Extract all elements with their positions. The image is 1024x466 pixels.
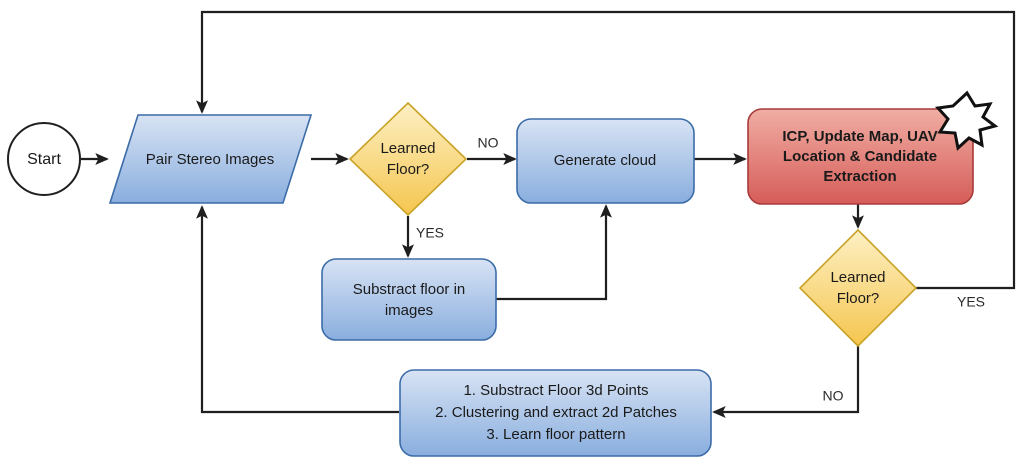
edge-decision2-yes-to-pair [195,10,1016,290]
node-learned-floor-decision-1[interactable]: Learned Floor? [348,101,468,217]
decision1-label-line2: Floor? [387,161,430,178]
generate-cloud-label: Generate cloud [554,152,657,169]
icp-update-box [747,108,974,205]
floor-learning-label-line2: 2. Clustering and extract 2d Patches [435,404,677,421]
decision2-label-line1: Learned [830,269,885,286]
start-ellipse [7,122,81,196]
decision2-label-line2: Floor? [837,290,880,307]
generate-cloud-box [516,118,695,204]
floor-learning-label-line1: 1. Substract Floor 3d Points [463,382,648,399]
substract-floor-box [321,258,497,341]
edge-learning-to-pair [195,205,399,414]
pair-stereo-label: Pair Stereo Images [146,151,274,168]
decision2-diamond [798,228,918,348]
icp-label-line1: ICP, Update Map, UAV [782,128,937,145]
node-learned-floor-decision-2[interactable]: Learned Floor? [798,228,918,348]
edge-label-yes-left: YES [416,225,444,241]
floor-learning-label-line3: 3. Learn floor pattern [486,426,625,443]
substract-floor-label-line1: Substract floor in [353,281,466,298]
floor-learning-box [399,369,712,457]
node-icp-update-map[interactable]: ICP, Update Map, UAV Location & Candidat… [747,90,999,205]
decision1-diamond [348,101,468,217]
pair-stereo-parallelogram [108,114,313,204]
icp-label-line3: Extraction [823,168,896,185]
node-start[interactable]: Start [7,122,81,196]
icp-label-line2: Location & Candidate [783,148,937,165]
star-icon [934,90,999,151]
decision1-label-line1: Learned [380,140,435,157]
edge-label-yes-right: YES [957,294,985,310]
node-floor-learning-steps[interactable]: 1. Substract Floor 3d Points 2. Clusteri… [399,369,712,457]
edge-label-no-bottom: NO [823,388,844,404]
node-substract-floor-in-images[interactable]: Substract floor in images [321,258,497,341]
node-pair-stereo-images[interactable]: Pair Stereo Images [108,114,313,204]
edge-decision2-no-to-learning [712,346,860,419]
substract-floor-label-line2: images [385,302,433,319]
start-label: Start [27,151,61,168]
edge-label-no-top: NO [478,135,499,151]
node-generate-cloud[interactable]: Generate cloud [516,118,695,204]
edge-substract-to-generate [496,204,613,301]
